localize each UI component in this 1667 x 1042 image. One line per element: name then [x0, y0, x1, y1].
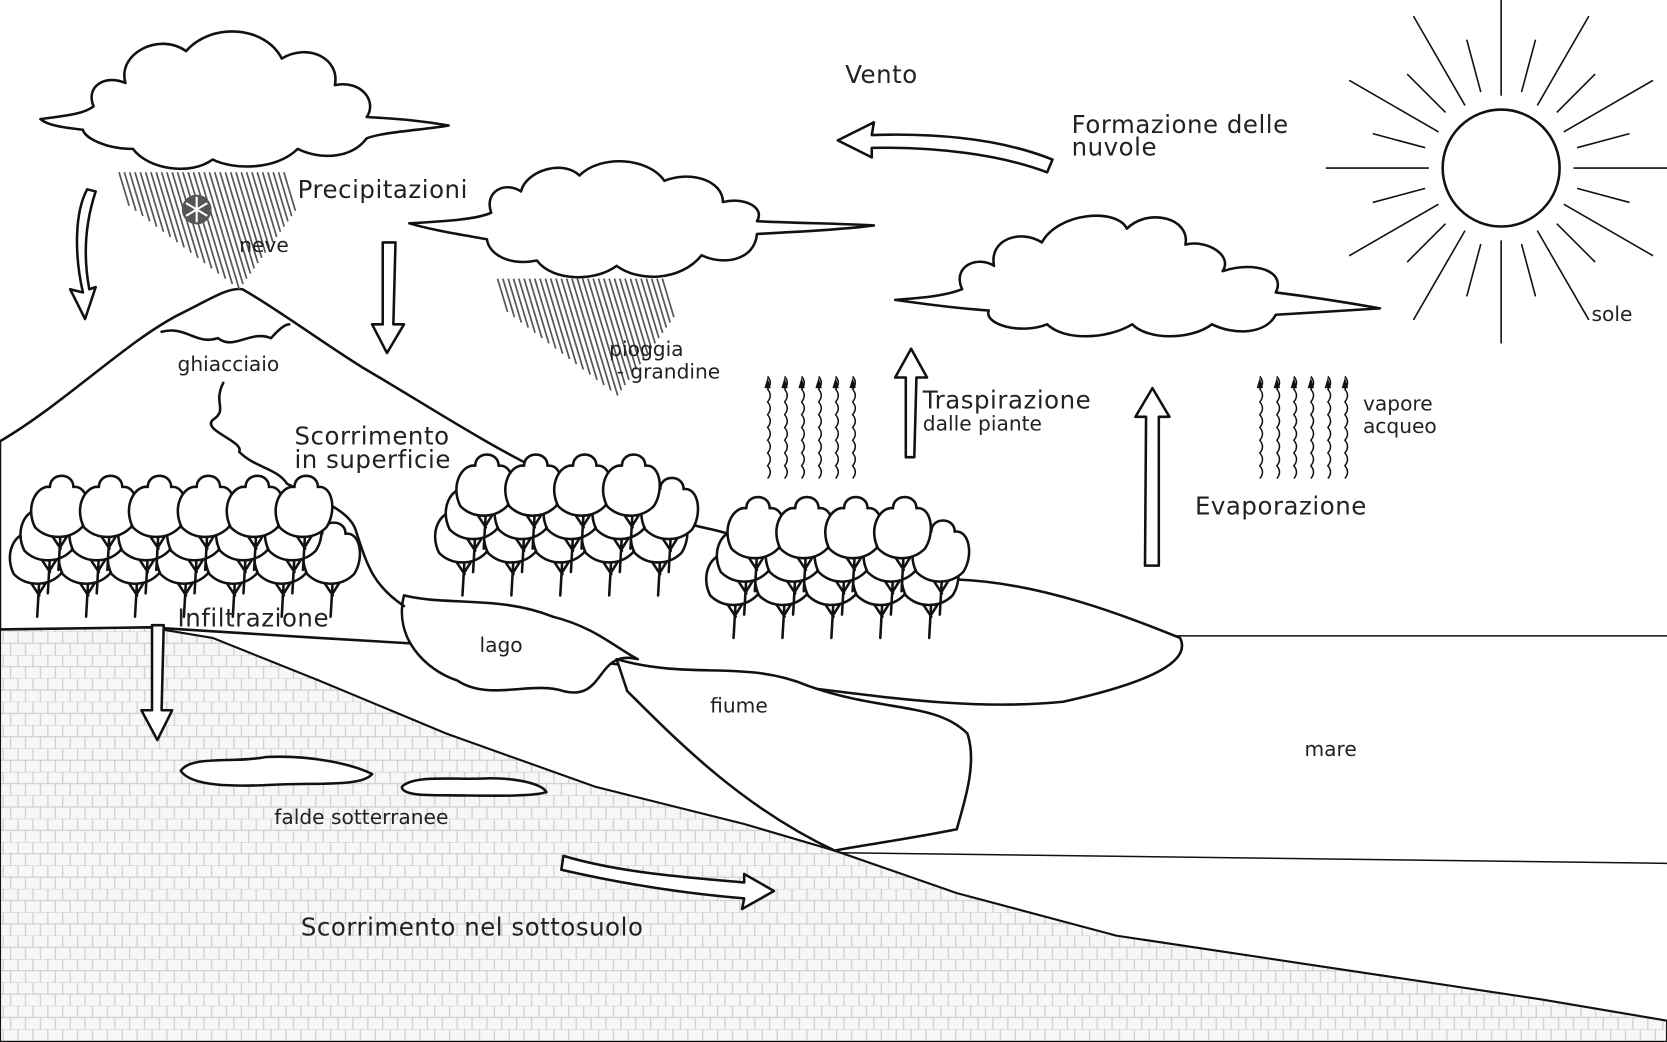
tree-icon	[274, 474, 334, 572]
tree-icon	[78, 474, 138, 572]
label-neve: neve	[239, 233, 289, 257]
label-grandine: - grandine	[617, 360, 721, 384]
tree-icon	[225, 474, 285, 572]
groundwater-pocket	[400, 777, 548, 797]
label-sole: sole	[1592, 302, 1633, 326]
stream	[209, 381, 406, 608]
arrow-down-snow	[68, 188, 97, 321]
river	[615, 657, 973, 852]
label-ghiacciaio: ghiacciaio	[178, 352, 280, 376]
label-dalle-piante: dalle piante	[923, 412, 1042, 436]
arrow-up-transpiration	[893, 347, 929, 459]
rain-hail-precipitation	[496, 278, 675, 396]
lake	[400, 594, 640, 694]
arrow-wind	[836, 121, 1054, 174]
label-pioggia: pioggia	[609, 337, 683, 361]
label-infiltrazione: Infiltrazione	[178, 603, 329, 632]
soil-ground	[0, 626, 1667, 1042]
tree-icon	[127, 474, 187, 572]
arrow-down-rain	[370, 241, 406, 355]
groundwater-pocket	[179, 755, 374, 787]
label-fiume: fiume	[710, 693, 768, 717]
tree-icon	[775, 495, 835, 593]
label-precipitazioni: Precipitazioni	[298, 175, 468, 204]
label-acqueo: acqueo	[1363, 414, 1437, 438]
label-evaporazione: Evaporazione	[1195, 492, 1367, 521]
arrow-up-evaporation	[1134, 386, 1171, 567]
transpiration-vapor-icon	[764, 375, 857, 479]
label-falde-sotterranee: falde sotterranee	[274, 805, 448, 829]
water-vapor-icon	[1256, 375, 1349, 479]
cloud-right	[893, 214, 1382, 338]
forest-right	[704, 495, 971, 640]
snow-precipitation	[118, 172, 297, 290]
tree-icon	[552, 453, 613, 550]
label-traspirazione: Traspirazione	[922, 385, 1091, 414]
label-vento: Vento	[845, 60, 918, 89]
forest-middle	[433, 453, 700, 597]
arrow-down-infiltration	[140, 623, 174, 742]
sea	[839, 635, 1667, 865]
label-vapore: vapore	[1363, 391, 1433, 415]
glacier	[160, 323, 291, 344]
arrow-underground-flow	[560, 854, 776, 911]
tree-icon	[29, 474, 90, 572]
tree-icon	[601, 453, 662, 550]
tree-icon	[504, 453, 564, 550]
tree-icon	[726, 495, 786, 593]
tree-icon	[872, 495, 933, 593]
label-scorrimento-sottosuolo: Scorrimento nel sottosuolo	[301, 913, 644, 942]
tree-icon	[824, 495, 884, 593]
cloud-left	[39, 30, 450, 171]
sun-icon	[1325, 0, 1667, 344]
label-formazione-nuvole: Formazione delle	[1072, 110, 1289, 139]
label-scorrimento-superficie-2: in superficie	[294, 445, 450, 474]
label-scorrimento-superficie: Scorrimento	[294, 421, 449, 450]
tree-icon	[455, 453, 515, 550]
label-lago: lago	[479, 633, 522, 657]
forest-left	[8, 474, 362, 618]
tree-icon	[176, 474, 236, 572]
cloud-middle	[408, 159, 876, 279]
snowflake-icon	[181, 194, 212, 225]
label-formazione-nuvole-2: nuvole	[1072, 132, 1157, 161]
label-mare: mare	[1304, 737, 1356, 761]
